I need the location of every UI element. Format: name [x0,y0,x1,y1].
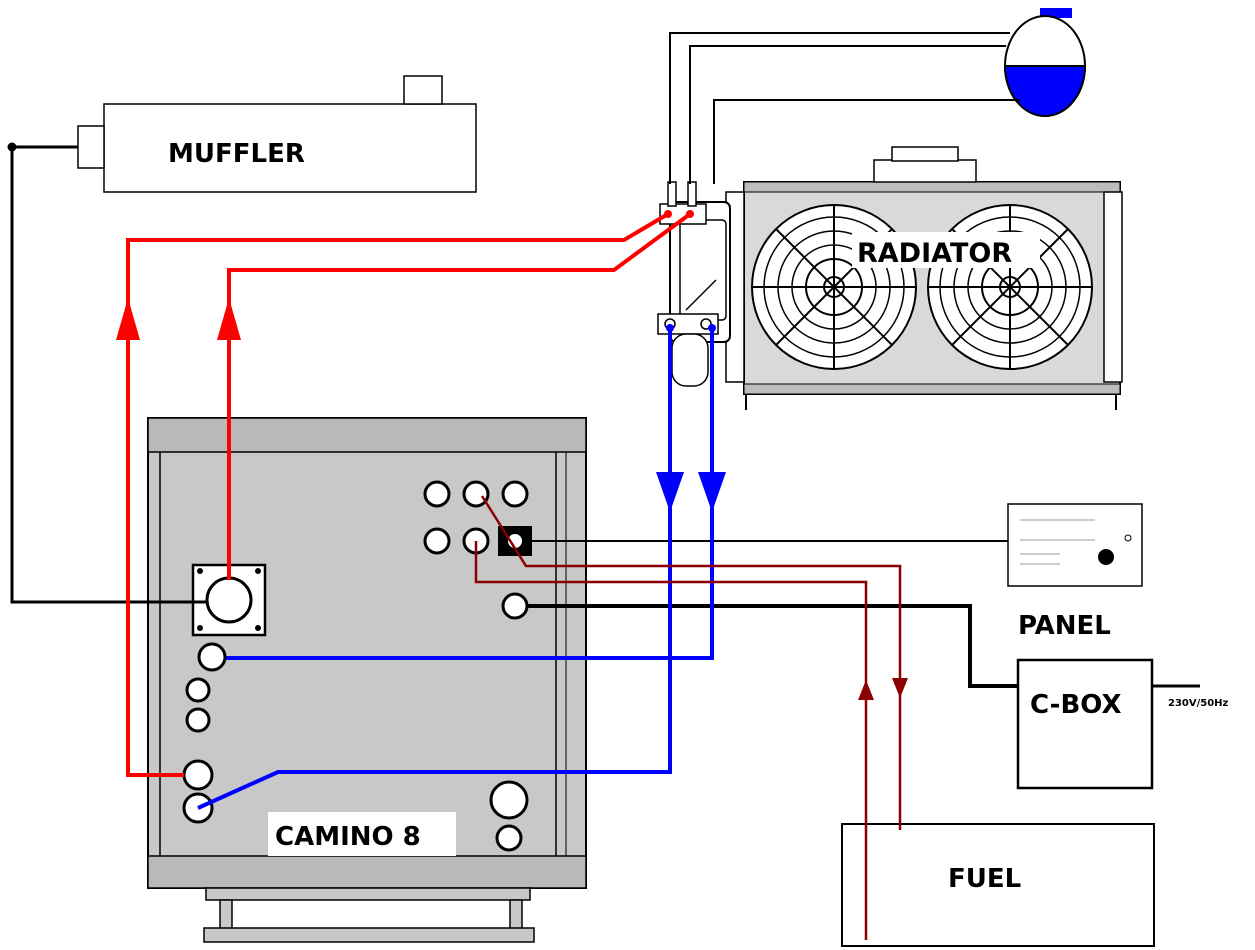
power-label: 230V/50Hz [1168,698,1229,709]
fan-right [927,204,1093,370]
fan-left [751,204,917,370]
unit-label: CAMINO 8 [275,822,421,852]
fuel-lines [474,495,908,940]
cables [7,142,1018,688]
cold-water-lines [197,330,726,810]
fuel-label: FUEL [948,864,1021,894]
radiator: RADIATOR [725,146,1123,410]
pump-connectors [664,210,716,332]
pump-block [657,181,731,387]
control-panel: PANEL [1007,503,1143,641]
radiator-label: RADIATOR [857,238,1012,269]
camino-unit: CAMINO 8 [147,417,587,943]
fuel-tank: FUEL [841,823,1155,947]
panel-label: PANEL [1018,611,1111,641]
cbox-label: C-BOX [1030,690,1122,720]
c-box: C-BOX 230V/50Hz [1016,658,1229,790]
muffler-label: MUFFLER [168,139,305,169]
expansion-tank [669,8,1087,184]
muffler: MUFFLER [77,75,477,193]
hot-water-lines [116,212,692,777]
